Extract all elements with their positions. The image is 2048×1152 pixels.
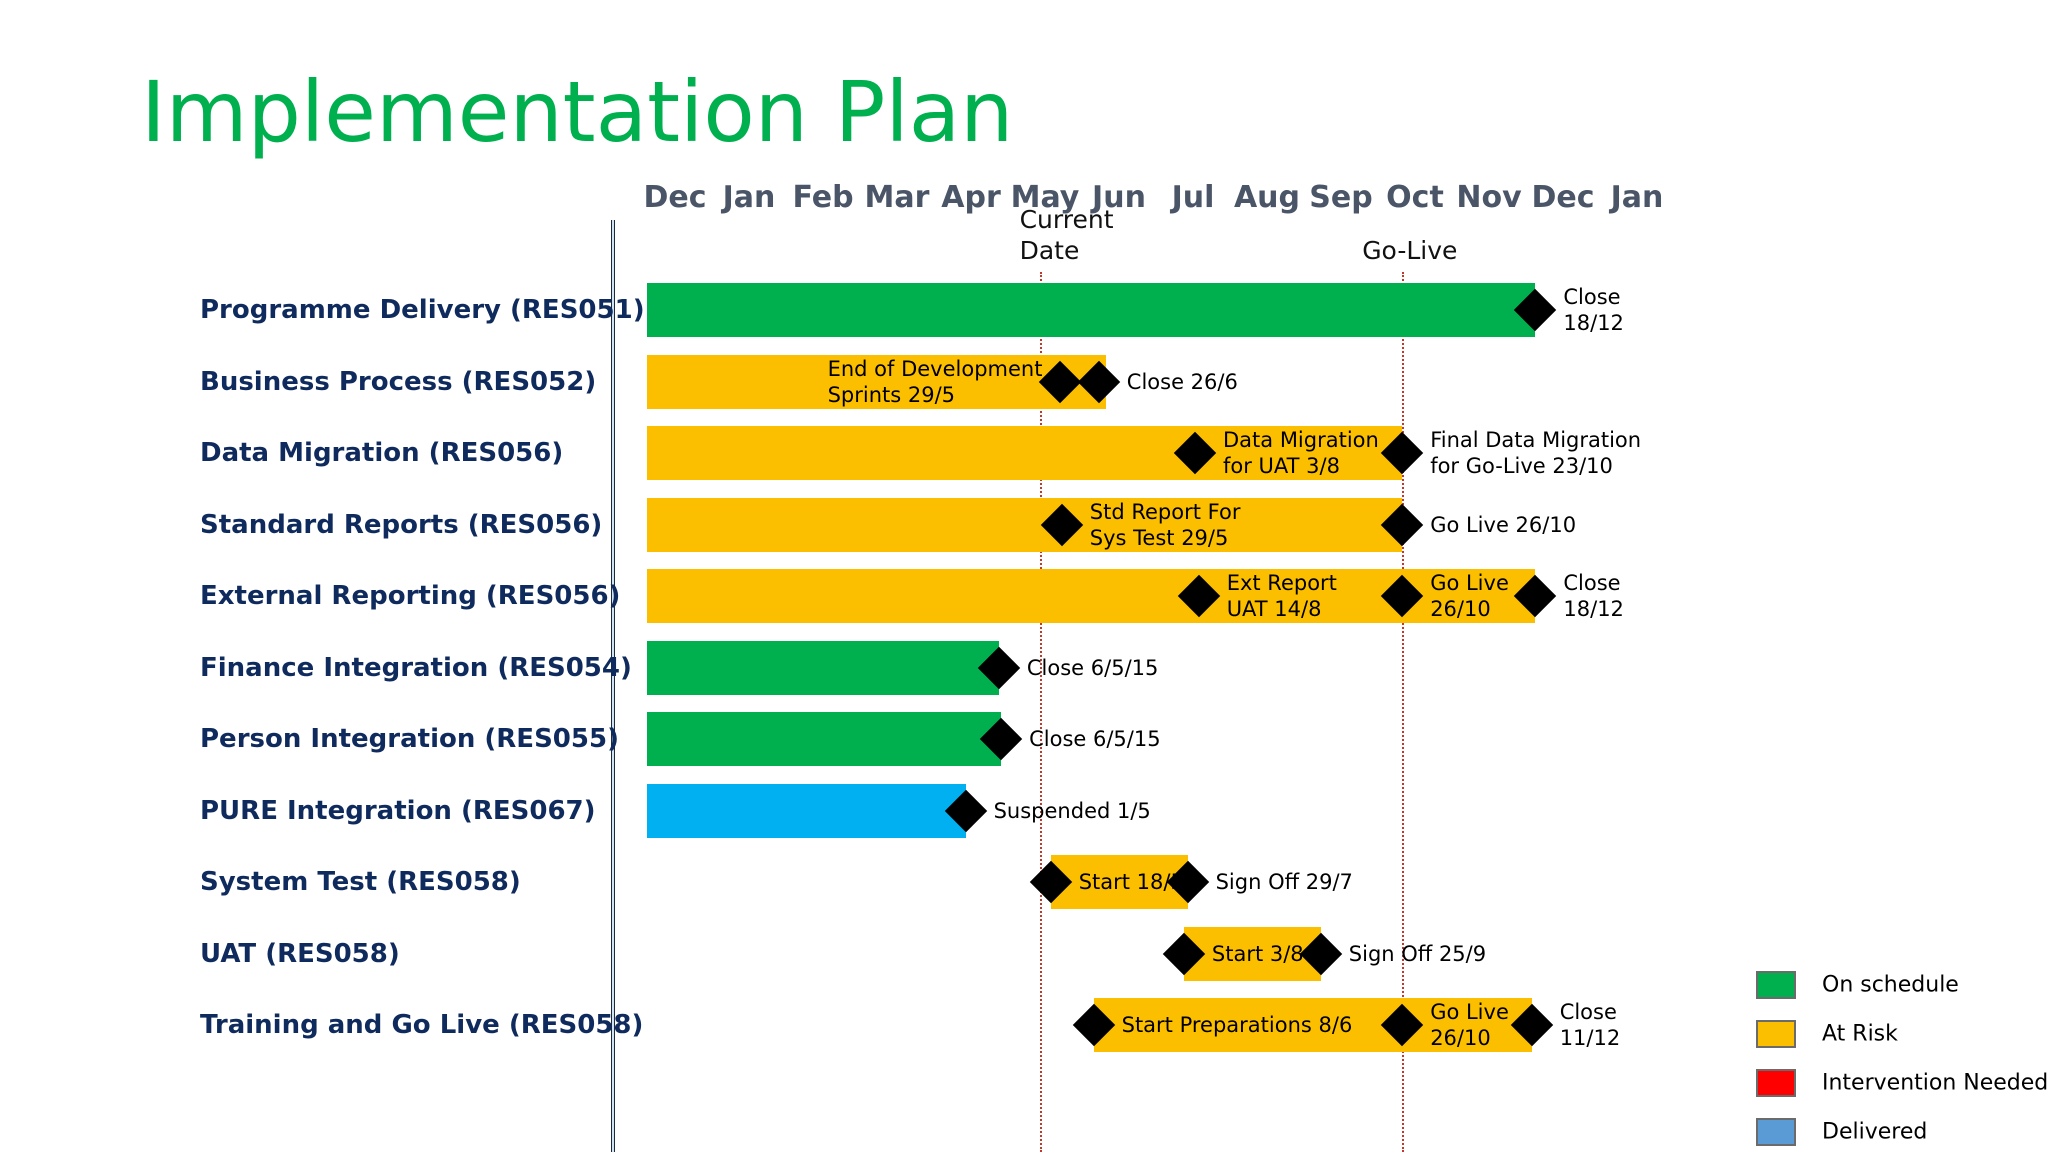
month-tick-label: Nov — [1456, 180, 1522, 215]
month-tick-label: May — [1010, 180, 1080, 215]
month-tick-label: Dec — [1531, 180, 1595, 215]
task-label: Standard Reports (RES056) — [200, 509, 603, 540]
task-bar[interactable] — [647, 283, 1536, 337]
marker-label: Go-Live — [1362, 236, 1458, 265]
task-label: System Test (RES058) — [200, 867, 521, 897]
task-bar[interactable] — [1050, 855, 1188, 909]
month-tick-label: Sep — [1309, 180, 1373, 215]
milestone-label: Sign Off 25/9 — [1348, 941, 1487, 966]
task-label: Person Integration (RES055) — [200, 724, 619, 754]
legend-label: Intervention Needed — [1822, 1070, 2048, 1096]
legend-label: Delivered — [1822, 1119, 1928, 1145]
milestone-label: Go Live 26/10 — [1430, 512, 1577, 537]
legend-label: On schedule — [1822, 972, 1959, 998]
task-label: Business Process (RES052) — [200, 366, 597, 397]
task-bar[interactable] — [1093, 998, 1532, 1052]
marker-line — [1039, 272, 1042, 1152]
task-label: Training and Go Live (RES058) — [200, 1010, 644, 1040]
month-tick-label: Mar — [864, 180, 930, 215]
task-bar[interactable] — [647, 426, 1403, 480]
legend-swatch — [1756, 1069, 1796, 1097]
month-tick-label: Jun — [1092, 180, 1146, 215]
milestone-label: Suspended 1/5 — [993, 798, 1151, 823]
milestone-label: Std Report For Sys Test 29/5 — [1089, 499, 1241, 550]
legend-label: At Risk — [1822, 1021, 1898, 1047]
milestone-label: Start Preparations 8/6 — [1121, 1013, 1353, 1037]
marker-line — [1402, 272, 1405, 1152]
task-label: Programme Delivery (RES051) — [200, 295, 645, 325]
month-tick-label: Aug — [1233, 180, 1301, 215]
task-bar[interactable] — [647, 712, 1002, 766]
milestone-label: Close 18/12 — [1563, 285, 1624, 335]
task-label: Data Migration (RES056) — [200, 438, 564, 468]
month-tick-label: Jan — [722, 180, 776, 215]
milestone-label: Close 18/12 — [1563, 571, 1624, 621]
milestone-label: Close 6/5/15 — [1029, 727, 1161, 751]
month-tick-label: Jan — [1610, 180, 1664, 215]
milestone-label: Go Live 26/10 — [1430, 1000, 1509, 1050]
page-title: Implementation Plan — [141, 63, 1014, 161]
task-bar[interactable] — [647, 497, 1403, 552]
milestone-label: Start 3/8 — [1211, 941, 1304, 966]
task-bar[interactable] — [647, 354, 1107, 409]
task-bar[interactable] — [647, 783, 966, 838]
month-tick-label: Oct — [1386, 180, 1444, 215]
task-bar[interactable] — [647, 640, 999, 695]
marker-label: Current Date — [1019, 205, 1114, 265]
task-bar[interactable] — [1183, 926, 1321, 981]
month-tick-label: Feb — [792, 180, 854, 215]
timeline-axis-line — [611, 220, 615, 1152]
milestone-label: Final Data Migration for Go-Live 23/10 — [1430, 428, 1642, 478]
month-tick-label: Dec — [643, 180, 707, 215]
milestone-label: Close 26/6 — [1126, 369, 1238, 394]
milestone-label: Sign Off 29/7 — [1215, 870, 1353, 894]
milestone-label: Close 6/5/15 — [1026, 655, 1159, 680]
legend-swatch — [1756, 1020, 1796, 1048]
legend-swatch — [1756, 971, 1796, 999]
task-label: PURE Integration (RES067) — [200, 795, 596, 826]
task-label: External Reporting (RES056) — [200, 581, 621, 611]
milestone-label: Data Migration for UAT 3/8 — [1223, 428, 1379, 478]
task-label: Finance Integration (RES054) — [200, 652, 632, 683]
month-tick-label: Jul — [1171, 180, 1215, 215]
milestone-label: Ext Report UAT 14/8 — [1226, 571, 1337, 621]
legend-swatch — [1756, 1118, 1796, 1146]
task-label: UAT (RES058) — [200, 938, 400, 969]
month-tick-label: Apr — [941, 180, 1001, 215]
milestone-label: Go Live 26/10 — [1430, 571, 1509, 621]
milestone-label: End of Development Sprints 29/5 — [827, 356, 1043, 407]
milestone-label: Close 11/12 — [1559, 1000, 1621, 1050]
